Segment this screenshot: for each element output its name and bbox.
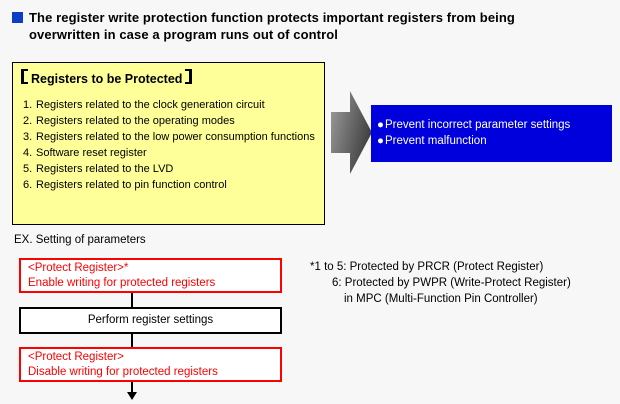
flow-connector bbox=[131, 334, 133, 347]
list-item-number: 6. bbox=[23, 179, 33, 191]
enable-write-box: <Protect Register>* Enable writing for p… bbox=[19, 258, 282, 293]
benefit-text: Prevent malfunction bbox=[384, 135, 487, 147]
enable-write-line1: <Protect Register>* bbox=[28, 262, 129, 274]
page-title-line2: overwritten in case a program runs out o… bbox=[29, 27, 339, 42]
list-item-text: Software reset register bbox=[36, 147, 147, 159]
disable-write-line2: Disable writing for protected registers bbox=[28, 366, 218, 378]
square-bullet-icon bbox=[12, 12, 23, 23]
list-item-text: Registers related to the low power consu… bbox=[36, 131, 315, 143]
page-title-line1: The register write protection function p… bbox=[29, 10, 515, 25]
footnote-line1: *1 to 5: Protected by PRCR (Protect Regi… bbox=[310, 261, 544, 273]
lenticular-bracket-close-icon bbox=[185, 69, 193, 84]
footnote-line3: in MPC (Multi-Function Pin Controller) bbox=[344, 293, 538, 305]
list-item-number: 2. bbox=[23, 115, 33, 127]
protected-registers-box: Registers to be Protected 1. Registers r… bbox=[12, 62, 325, 225]
enable-write-line2: Enable writing for protected registers bbox=[28, 277, 216, 289]
arrow-right-icon bbox=[331, 91, 372, 174]
perform-settings-box: Perform register settings bbox=[19, 307, 282, 334]
flow-connector bbox=[131, 293, 133, 307]
benefits-box: ●Prevent incorrect parameter settings ●P… bbox=[371, 105, 612, 162]
list-item-number: 5. bbox=[23, 163, 33, 175]
list-item-number: 4. bbox=[23, 147, 33, 159]
arrow-down-icon bbox=[127, 392, 137, 400]
header: The register write protection function p… bbox=[12, 9, 608, 43]
list-item-text: Registers related to the operating modes bbox=[36, 115, 235, 127]
bullet-circle-icon: ● bbox=[377, 119, 384, 131]
list-item: 6. Registers related to pin function con… bbox=[21, 177, 316, 193]
protected-box-title-text: Registers to be Protected bbox=[31, 72, 183, 86]
list-item-number: 3. bbox=[23, 131, 33, 143]
protected-register-list: 1. Registers related to the clock genera… bbox=[21, 97, 316, 193]
list-item: 1. Registers related to the clock genera… bbox=[21, 97, 316, 113]
benefit-text: Prevent incorrect parameter settings bbox=[384, 119, 571, 131]
list-item-text: Registers related to the LVD bbox=[36, 163, 174, 175]
benefit-item: ●Prevent malfunction bbox=[377, 133, 612, 149]
protected-box-title: Registers to be Protected bbox=[21, 69, 316, 87]
list-item-number: 1. bbox=[23, 99, 33, 111]
list-item: 2. Registers related to the operating mo… bbox=[21, 113, 316, 129]
list-item: 4. Software reset register bbox=[21, 145, 316, 161]
list-item-text: Registers related to the clock generatio… bbox=[36, 99, 265, 111]
disable-write-line1: <Protect Register> bbox=[28, 351, 124, 363]
disable-write-box: <Protect Register> Disable writing for p… bbox=[19, 347, 282, 382]
footnote-line2: 6: Protected by PWPR (Write-Protect Regi… bbox=[332, 277, 571, 289]
benefit-item: ●Prevent incorrect parameter settings bbox=[377, 117, 612, 133]
page-title: The register write protection function p… bbox=[29, 9, 515, 43]
flow-connector bbox=[131, 382, 133, 393]
list-item-text: Registers related to pin function contro… bbox=[36, 179, 227, 191]
lenticular-bracket-open-icon bbox=[21, 69, 28, 84]
bullet-circle-icon: ● bbox=[377, 135, 384, 147]
list-item: 5. Registers related to the LVD bbox=[21, 161, 316, 177]
example-label: EX. Setting of parameters bbox=[14, 234, 146, 246]
footnote: *1 to 5: Protected by PRCR (Protect Regi… bbox=[310, 259, 571, 307]
list-item: 3. Registers related to the low power co… bbox=[21, 129, 316, 145]
